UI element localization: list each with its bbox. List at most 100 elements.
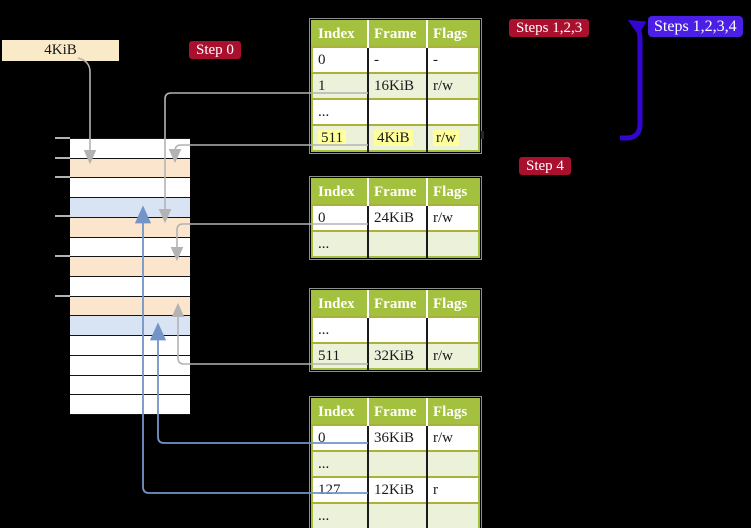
steps-1-2-3-4-label: Steps 1,2,3,4	[648, 16, 743, 37]
table-cell	[426, 450, 479, 477]
table-cell	[367, 450, 427, 477]
table-cell: r/w	[426, 72, 479, 99]
table-cell: r/w	[426, 342, 479, 369]
table-cell: r/w	[426, 124, 479, 151]
column-header: Frame	[368, 399, 428, 425]
table-cell: 0	[312, 204, 368, 231]
table-cell: ...	[312, 98, 368, 125]
highlighted-value: 4KiB	[374, 129, 413, 146]
table-cell: 511	[312, 124, 368, 151]
table-cell: ...	[312, 230, 368, 257]
column-header: Index	[312, 291, 369, 317]
memory-frame-row-11-white	[70, 336, 190, 356]
table-row: ...	[312, 98, 479, 125]
table-cell: 24KiB	[367, 204, 427, 231]
table-cell: 32KiB	[367, 342, 427, 369]
column-header: Frame	[368, 291, 428, 317]
column-header: Flags	[427, 399, 479, 425]
table-row: 511 4KiB r/w	[312, 124, 479, 151]
table-cell	[367, 316, 427, 343]
step0-text: Step 0	[196, 42, 234, 58]
table-cell: -	[426, 46, 479, 73]
highlighted-value: r/w	[433, 129, 459, 146]
table-cell	[367, 502, 427, 528]
memory-frame-row-9-peach	[70, 296, 190, 317]
table-row: ...	[312, 316, 479, 343]
memory-frame-row-14-white	[70, 395, 190, 416]
memory-frame-row-7-peach	[70, 257, 190, 278]
memory-frame-row-1-white	[70, 138, 190, 159]
steps-1-2-3-text: Steps 1,2,3	[516, 20, 583, 36]
column-header: Flags	[427, 21, 479, 47]
table-cell: 12KiB	[367, 476, 427, 503]
frame-size-label: 4KiB	[44, 42, 77, 58]
column-header: Frame	[368, 21, 428, 47]
highlighted-value: 511	[318, 129, 346, 146]
memory-tick-marks	[55, 137, 70, 297]
table-cell	[426, 230, 479, 257]
memory-frame-row-8-white	[70, 277, 190, 297]
steps-1-2-3-4-text: Steps 1,2,3,4	[654, 18, 737, 35]
table-cell: 4KiB	[367, 124, 427, 151]
table-cell: ...	[312, 316, 368, 343]
table-cell: 16KiB	[367, 72, 427, 99]
column-header: Flags	[427, 179, 479, 205]
table-cell	[426, 316, 479, 343]
table-cell	[426, 502, 479, 528]
column-header: Index	[312, 21, 369, 47]
step4-label: Step 4	[519, 157, 571, 175]
table-row: 0--	[312, 46, 479, 73]
table-cell: r/w	[426, 424, 479, 451]
table-cell: ...	[312, 502, 368, 528]
table-row: ...	[312, 230, 479, 257]
table-cell: r	[426, 476, 479, 503]
table-row: ...	[312, 502, 479, 528]
table-cell: 1	[312, 72, 368, 99]
steps-1-2-3-label: Steps 1,2,3	[509, 19, 590, 37]
column-header: Index	[312, 399, 369, 425]
table-cell: ...	[312, 450, 368, 477]
column-header: Flags	[427, 291, 479, 317]
memory-frame-row-10-blue	[70, 316, 190, 337]
table-cell: r/w	[426, 204, 479, 231]
column-header: Index	[312, 179, 369, 205]
memory-frame-row-3-white	[70, 178, 190, 199]
step4-text: Step 4	[526, 158, 564, 174]
table-cell: -	[367, 46, 427, 73]
memory-column	[70, 138, 190, 416]
memory-frame-row-2-peach	[70, 158, 190, 179]
table-cell: 127	[312, 476, 368, 503]
table-cell: 0	[312, 424, 368, 451]
steps-loop-arrow	[620, 20, 647, 141]
table-cell: 36KiB	[367, 424, 427, 451]
frame-size-box: 4KiB	[2, 40, 119, 61]
table-cell: 511	[312, 342, 368, 369]
table-row: ...	[312, 450, 479, 477]
memory-frame-row-13-white	[70, 375, 190, 396]
memory-frame-row-12-white	[70, 355, 190, 376]
table-cell	[367, 230, 427, 257]
memory-frame-row-5-peach	[70, 217, 190, 238]
step0-label: Step 0	[189, 41, 241, 59]
table-cell	[367, 98, 427, 125]
memory-frame-row-6-white	[70, 237, 190, 258]
column-header: Frame	[368, 179, 428, 205]
